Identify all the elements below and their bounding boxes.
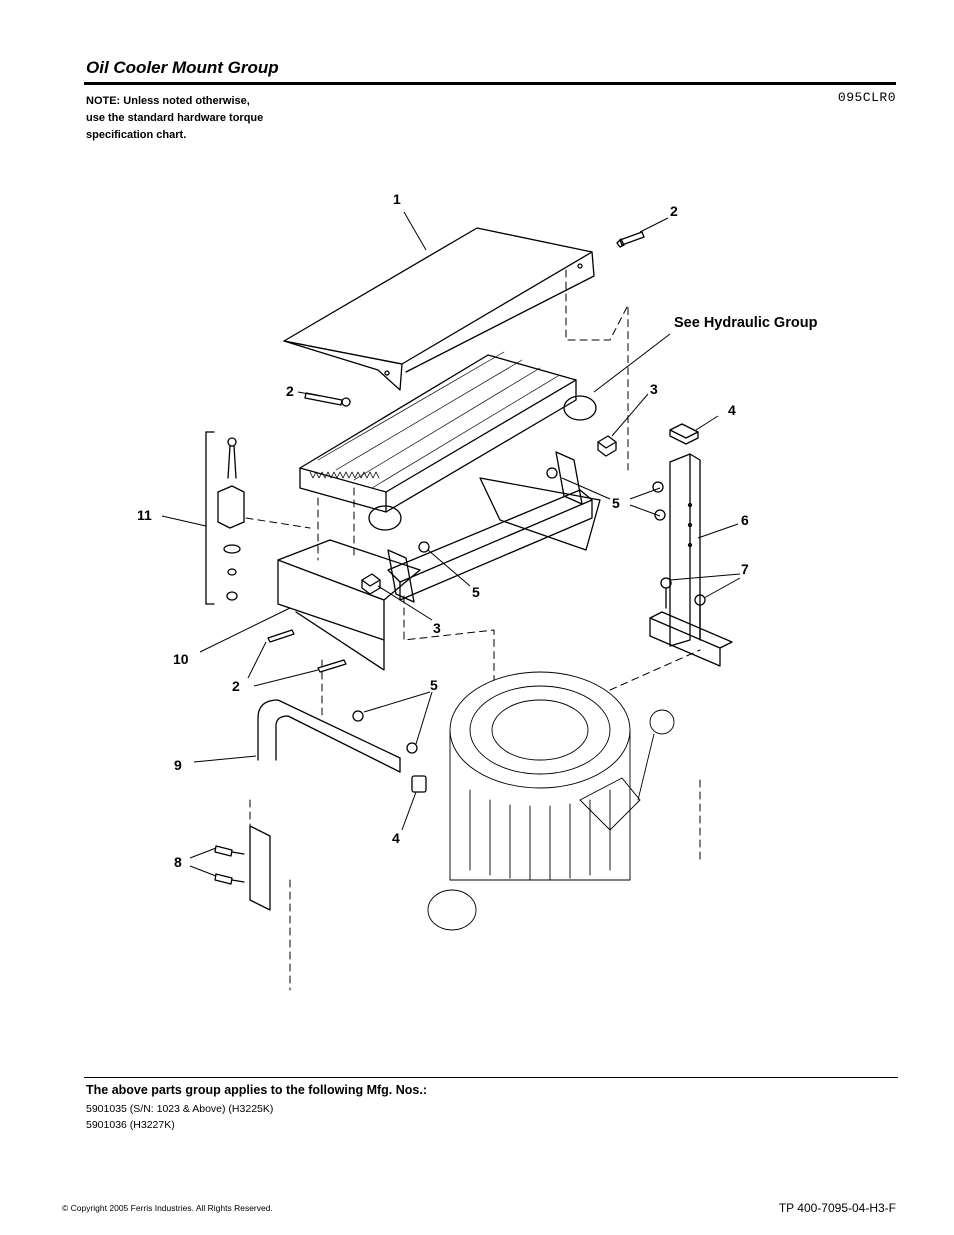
page-title: Oil Cooler Mount Group (86, 58, 279, 77)
callout-number: 3 (433, 620, 441, 636)
callout-number: 5 (612, 495, 620, 511)
bent-support-tube (257, 699, 401, 773)
callout-number: 5 (430, 677, 438, 693)
callout-number: 8 (174, 854, 182, 870)
cover-plate (283, 227, 595, 391)
upright-base (649, 611, 733, 667)
callout-number: 6 (741, 512, 749, 528)
hex-bolt (214, 873, 245, 885)
callout-number: 4 (728, 402, 736, 418)
carriage-bolt (694, 594, 706, 641)
screw-top-right (616, 231, 645, 248)
nut (418, 541, 430, 553)
torque-note: NOTE: Unless noted otherwise, use the st… (86, 93, 316, 144)
callout-number: 7 (741, 561, 749, 577)
callout-number: 10 (173, 651, 189, 667)
note-line: specification chart. (86, 129, 187, 141)
carriage-bolt (660, 577, 672, 609)
mfg-number-list: 5901035 (S/N: 1023 & Above) (H3225K) 590… (86, 1101, 273, 1133)
tube-cap-top (669, 423, 699, 445)
oil-cooler-core (299, 351, 597, 531)
list-item: 5901035 (S/N: 1023 & Above) (H3225K) (86, 1103, 274, 1115)
drawing-code: 095CLR0 (837, 90, 896, 105)
title-rule (84, 82, 896, 85)
callout-number: 3 (650, 381, 658, 397)
callout-number: 2 (232, 678, 240, 694)
upright-tube (669, 453, 701, 647)
callout-number: 11 (137, 507, 152, 523)
isolator-stack (205, 431, 245, 605)
copyright-notice: © Copyright 2005 Ferris Industries. All … (62, 1203, 273, 1213)
footer-rule (84, 1077, 898, 1078)
see-hydraulic-group-label: See Hydraulic Group (674, 315, 818, 331)
list-item: 5901036 (H3227K) (86, 1119, 175, 1131)
nut (652, 481, 664, 493)
nut (352, 710, 364, 722)
callout-number: 2 (286, 383, 294, 399)
leader-lines (161, 211, 741, 877)
callout-number: 2 (670, 203, 678, 219)
mount-bracket-plate (277, 539, 421, 671)
spacer-right (597, 435, 617, 457)
callout-number: 4 (392, 830, 400, 846)
screw-lower (267, 629, 347, 673)
note-line: use the standard hardware torque (86, 112, 264, 124)
note-line: NOTE: Unless noted otherwise, (86, 95, 250, 107)
callout-number: 9 (174, 757, 182, 773)
document-number: TP 400-7095-04-H3-F (778, 1201, 896, 1215)
spacer-left (361, 573, 381, 595)
engine-outline (427, 671, 675, 931)
side-bracket (249, 825, 271, 911)
callout-number: 5 (472, 584, 480, 600)
phantom-lines (245, 269, 701, 991)
tube-cap-lower (411, 775, 427, 793)
cross-tube-assembly (387, 451, 601, 603)
nut (406, 742, 418, 754)
applies-heading: The above parts group applies to the fol… (86, 1083, 427, 1097)
callout-number: 1 (393, 191, 401, 207)
hex-bolt (214, 845, 245, 857)
nut (654, 509, 666, 521)
screw-left (304, 392, 351, 407)
nut (546, 467, 558, 479)
